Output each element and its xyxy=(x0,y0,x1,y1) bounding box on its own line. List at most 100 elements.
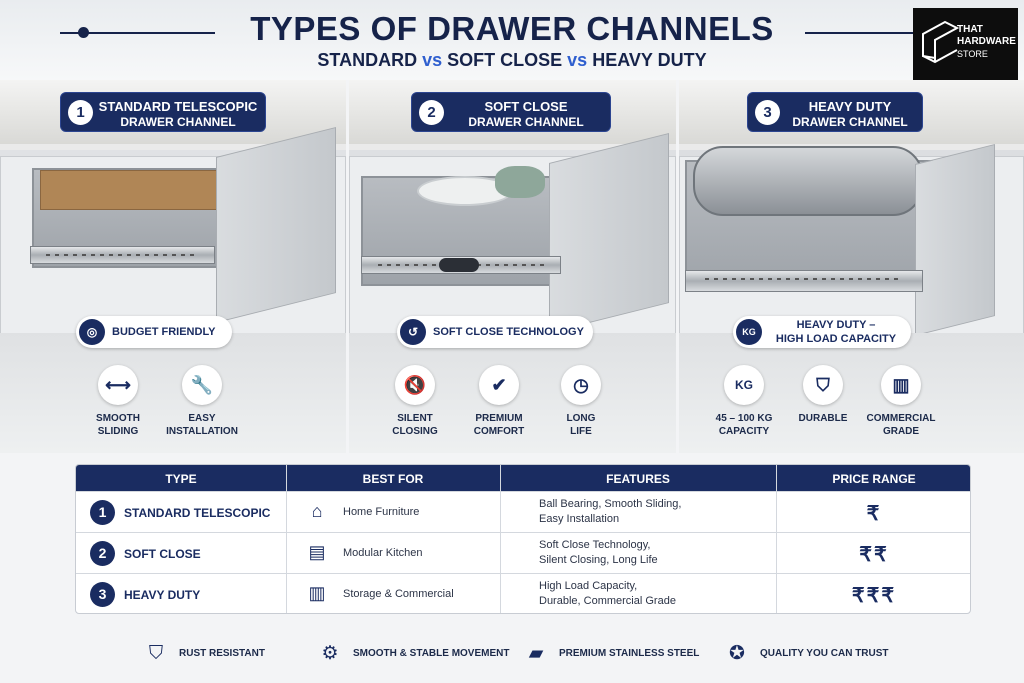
row-features-line1: High Load Capacity, xyxy=(539,580,638,592)
row-price: ₹₹ xyxy=(859,544,889,566)
feature-label-line1: LONG xyxy=(566,413,596,424)
soft-close-icon: ↺ xyxy=(400,319,426,345)
bowls-stack xyxy=(495,166,545,198)
feature-label-line1: EASY xyxy=(188,413,216,424)
benefit-label: QUALITY YOU CAN TRUST xyxy=(760,648,889,659)
comparison-table: TYPE BEST FOR FEATURES PRICE RANGE 1 STA… xyxy=(75,464,971,614)
panel-1-pill-label: BUDGET FRIENDLY xyxy=(112,326,216,338)
row-features-line1: Ball Bearing, Smooth Sliding, xyxy=(539,498,682,510)
panel-heavy-duty: 3 HEAVY DUTY DRAWER CHANNEL KG HEAVY DUT… xyxy=(679,80,1024,453)
row-best-for: Modular Kitchen xyxy=(343,547,423,559)
benefit-label: RUST RESISTANT xyxy=(179,648,265,659)
table-header: TYPE BEST FOR FEATURES PRICE RANGE xyxy=(76,465,970,491)
row-type: STANDARD TELESCOPIC xyxy=(124,506,271,520)
weight-kg-icon: KG xyxy=(736,319,762,345)
panel-2-number: 2 xyxy=(419,100,444,125)
row-features-line2: Easy Installation xyxy=(539,513,620,525)
heavy-duty-rail xyxy=(685,270,923,292)
cutlery-organizer xyxy=(40,170,230,210)
row-features-line2: Durable, Commercial Grade xyxy=(539,595,676,607)
column-divider xyxy=(776,465,777,613)
header-best-for: BEST FOR xyxy=(362,472,424,486)
feature-capacity: KG 45 – 100 KG CAPACITY xyxy=(704,365,784,438)
telescopic-rail xyxy=(30,246,215,264)
row-number: 1 xyxy=(90,500,115,525)
feature-label-line1: COMMERCIAL xyxy=(866,413,936,424)
table-row: 3 HEAVY DUTY ▥ Storage & Commercial High… xyxy=(76,573,970,613)
panel-3-title-badge: 3 HEAVY DUTY DRAWER CHANNEL xyxy=(747,92,923,132)
feature-label-line1: 45 – 100 KG xyxy=(715,413,773,424)
feature-label-line2: INSTALLATION xyxy=(166,426,238,437)
panel-3-pill-label-line2: HIGH LOAD CAPACITY xyxy=(775,333,897,345)
drawer-front xyxy=(915,144,995,336)
panel-2-title-line2: DRAWER CHANNEL xyxy=(468,115,584,129)
feature-label-line1: SILENT xyxy=(397,413,433,424)
column-divider xyxy=(500,465,501,613)
feature-label-line1: PREMIUM xyxy=(475,413,523,424)
panel-soft-close: 2 SOFT CLOSE DRAWER CHANNEL ↺ SOFT CLOSE… xyxy=(349,80,676,453)
row-best-for: Storage & Commercial xyxy=(343,588,454,600)
header-rule-dot xyxy=(78,27,89,38)
header-rule-right xyxy=(805,32,915,34)
building-icon: ▥ xyxy=(881,365,921,405)
feature-durable: ⛉ DURABLE xyxy=(783,365,863,425)
feature-long-life: ◷ LONG LIFE xyxy=(541,365,621,438)
page-header: TYPES OF DRAWER CHANNELS STANDARD vs SOF… xyxy=(0,0,1024,80)
feature-label-line2: CLOSING xyxy=(392,426,438,437)
feature-label-line1: DURABLE xyxy=(798,413,848,424)
building-icon: ▥ xyxy=(308,583,326,603)
kitchen-icon: ▤ xyxy=(308,542,326,562)
benefit-label: PREMIUM STAINLESS STEEL xyxy=(559,648,700,659)
panel-3-pill: KG HEAVY DUTY – HIGH LOAD CAPACITY xyxy=(733,316,911,348)
bearing-icon: ⚙ xyxy=(321,643,339,664)
panel-3-title-line1: HEAVY DUTY xyxy=(808,99,892,114)
subtitle-heavy-duty: HEAVY DUTY xyxy=(592,50,707,70)
table-row: 1 STANDARD TELESCOPIC ⌂ Home Furniture B… xyxy=(76,491,970,532)
coins-icon: ◎ xyxy=(79,319,105,345)
shield-check-icon: ⛉ xyxy=(148,643,164,664)
home-icon: ⌂ xyxy=(311,501,323,521)
feature-commercial-grade: ▥ COMMERCIAL GRADE xyxy=(861,365,941,438)
feature-silent-closing: 🔇 SILENT CLOSING xyxy=(375,365,455,438)
feature-label-line2: SLIDING xyxy=(97,426,139,437)
row-number: 3 xyxy=(90,582,115,607)
page-title: TYPES OF DRAWER CHANNELS xyxy=(250,10,774,47)
header-type: TYPE xyxy=(165,472,197,486)
wrench-icon: 🔧 xyxy=(182,365,222,405)
benefit-label: SMOOTH & STABLE MOVEMENT xyxy=(353,648,510,659)
logo-text-store: STORE xyxy=(957,49,988,59)
feature-premium-comfort: ✔ PREMIUM COMFORT xyxy=(459,365,539,438)
steel-bars-icon: ▰ xyxy=(528,643,544,664)
row-price: ₹₹₹ xyxy=(851,585,897,607)
panel-3-title-line2: DRAWER CHANNEL xyxy=(792,115,908,129)
panel-2-title-line1: SOFT CLOSE xyxy=(484,99,568,114)
row-type: SOFT CLOSE xyxy=(124,547,201,561)
arrows-horizontal-icon: ⟷ xyxy=(98,365,138,405)
subtitle-soft-close: SOFT CLOSE xyxy=(447,50,563,70)
comfort-icon: ✔ xyxy=(479,365,519,405)
panel-1-pill: ◎ BUDGET FRIENDLY xyxy=(76,316,232,348)
feature-label-line2: COMFORT xyxy=(473,426,525,437)
panel-1-title-badge: 1 STANDARD TELESCOPIC DRAWER CHANNEL xyxy=(60,92,266,132)
panel-1-number: 1 xyxy=(68,100,93,125)
panel-1-title-line1: STANDARD TELESCOPIC xyxy=(98,99,258,114)
header-rule-left xyxy=(60,32,215,34)
header-features: FEATURES xyxy=(606,472,670,486)
panel-1-title-line2: DRAWER CHANNEL xyxy=(120,115,236,129)
shield-check-icon: ⛉ xyxy=(803,365,843,405)
panel-standard-telescopic: 1 STANDARD TELESCOPIC DRAWER CHANNEL ◎ B… xyxy=(0,80,346,453)
subtitle-vs-2: vs xyxy=(567,50,588,70)
feature-label-line2: GRADE xyxy=(882,426,920,437)
row-features-line1: Soft Close Technology, xyxy=(539,539,651,551)
row-price: ₹ xyxy=(866,503,882,525)
panel-3-number: 3 xyxy=(755,100,780,125)
feature-label-line2: CAPACITY xyxy=(718,426,770,437)
drawer-front xyxy=(216,127,336,323)
row-type: HEAVY DUTY xyxy=(124,588,201,602)
feature-easy-installation: 🔧 EASY INSTALLATION xyxy=(162,365,242,438)
page-subtitle: STANDARD vs SOFT CLOSE vs HEAVY DUTY xyxy=(0,50,1024,71)
mute-icon: 🔇 xyxy=(395,365,435,405)
floor xyxy=(0,333,346,453)
feature-label-line2: LIFE xyxy=(570,426,592,437)
header-price-range: PRICE RANGE xyxy=(832,472,916,486)
